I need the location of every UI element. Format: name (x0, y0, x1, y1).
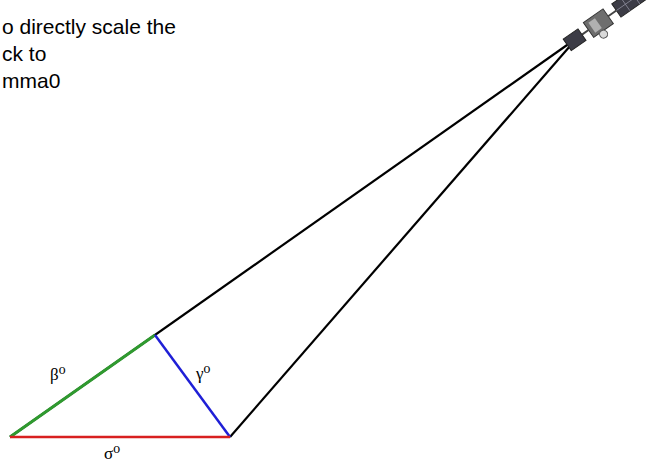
gamma-segment (155, 335, 230, 437)
beta-segment (10, 335, 155, 437)
cropped-note-line: mma0 (2, 68, 60, 93)
sigma-segment (10, 436, 230, 439)
cropped-note-line: ck to (2, 41, 46, 66)
look-ray (10, 38, 577, 437)
look-ray (230, 38, 577, 437)
sigma-label: σ⁰ (104, 444, 120, 464)
gamma-label: γ⁰ (196, 364, 210, 384)
beta-label: β⁰ (50, 365, 65, 385)
cropped-note-line: o directly scale the (2, 14, 176, 39)
satellite-icon (562, 0, 663, 58)
